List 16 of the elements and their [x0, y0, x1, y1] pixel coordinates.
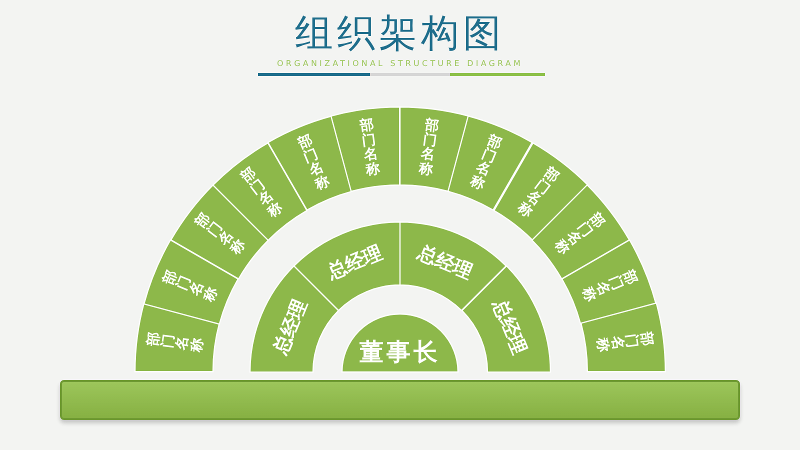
segment-label: 部门名称 [594, 332, 654, 354]
segment-label: 部门名称 [161, 268, 221, 304]
segment-label: 部门名称 [418, 118, 440, 178]
segment-label: 总经理 [490, 296, 530, 357]
segment-label: 部门名称 [360, 118, 382, 178]
segment-label: 部门名称 [578, 268, 639, 304]
subtitle: ORGANIZATIONAL STRUCTURE DIAGRAM [276, 60, 524, 68]
segment-label: 部门名称 [146, 332, 206, 354]
segment-label: 总经理 [270, 296, 310, 357]
segment-label: 总经理 [324, 242, 385, 282]
segment-label: 部门名称 [468, 133, 504, 193]
segment-label: 董事长 [360, 340, 440, 364]
base-bar [60, 380, 740, 420]
segment-label: 部门名称 [296, 133, 332, 193]
title: 组织架构图 [294, 14, 506, 52]
segment-label: 总经理 [415, 242, 476, 282]
